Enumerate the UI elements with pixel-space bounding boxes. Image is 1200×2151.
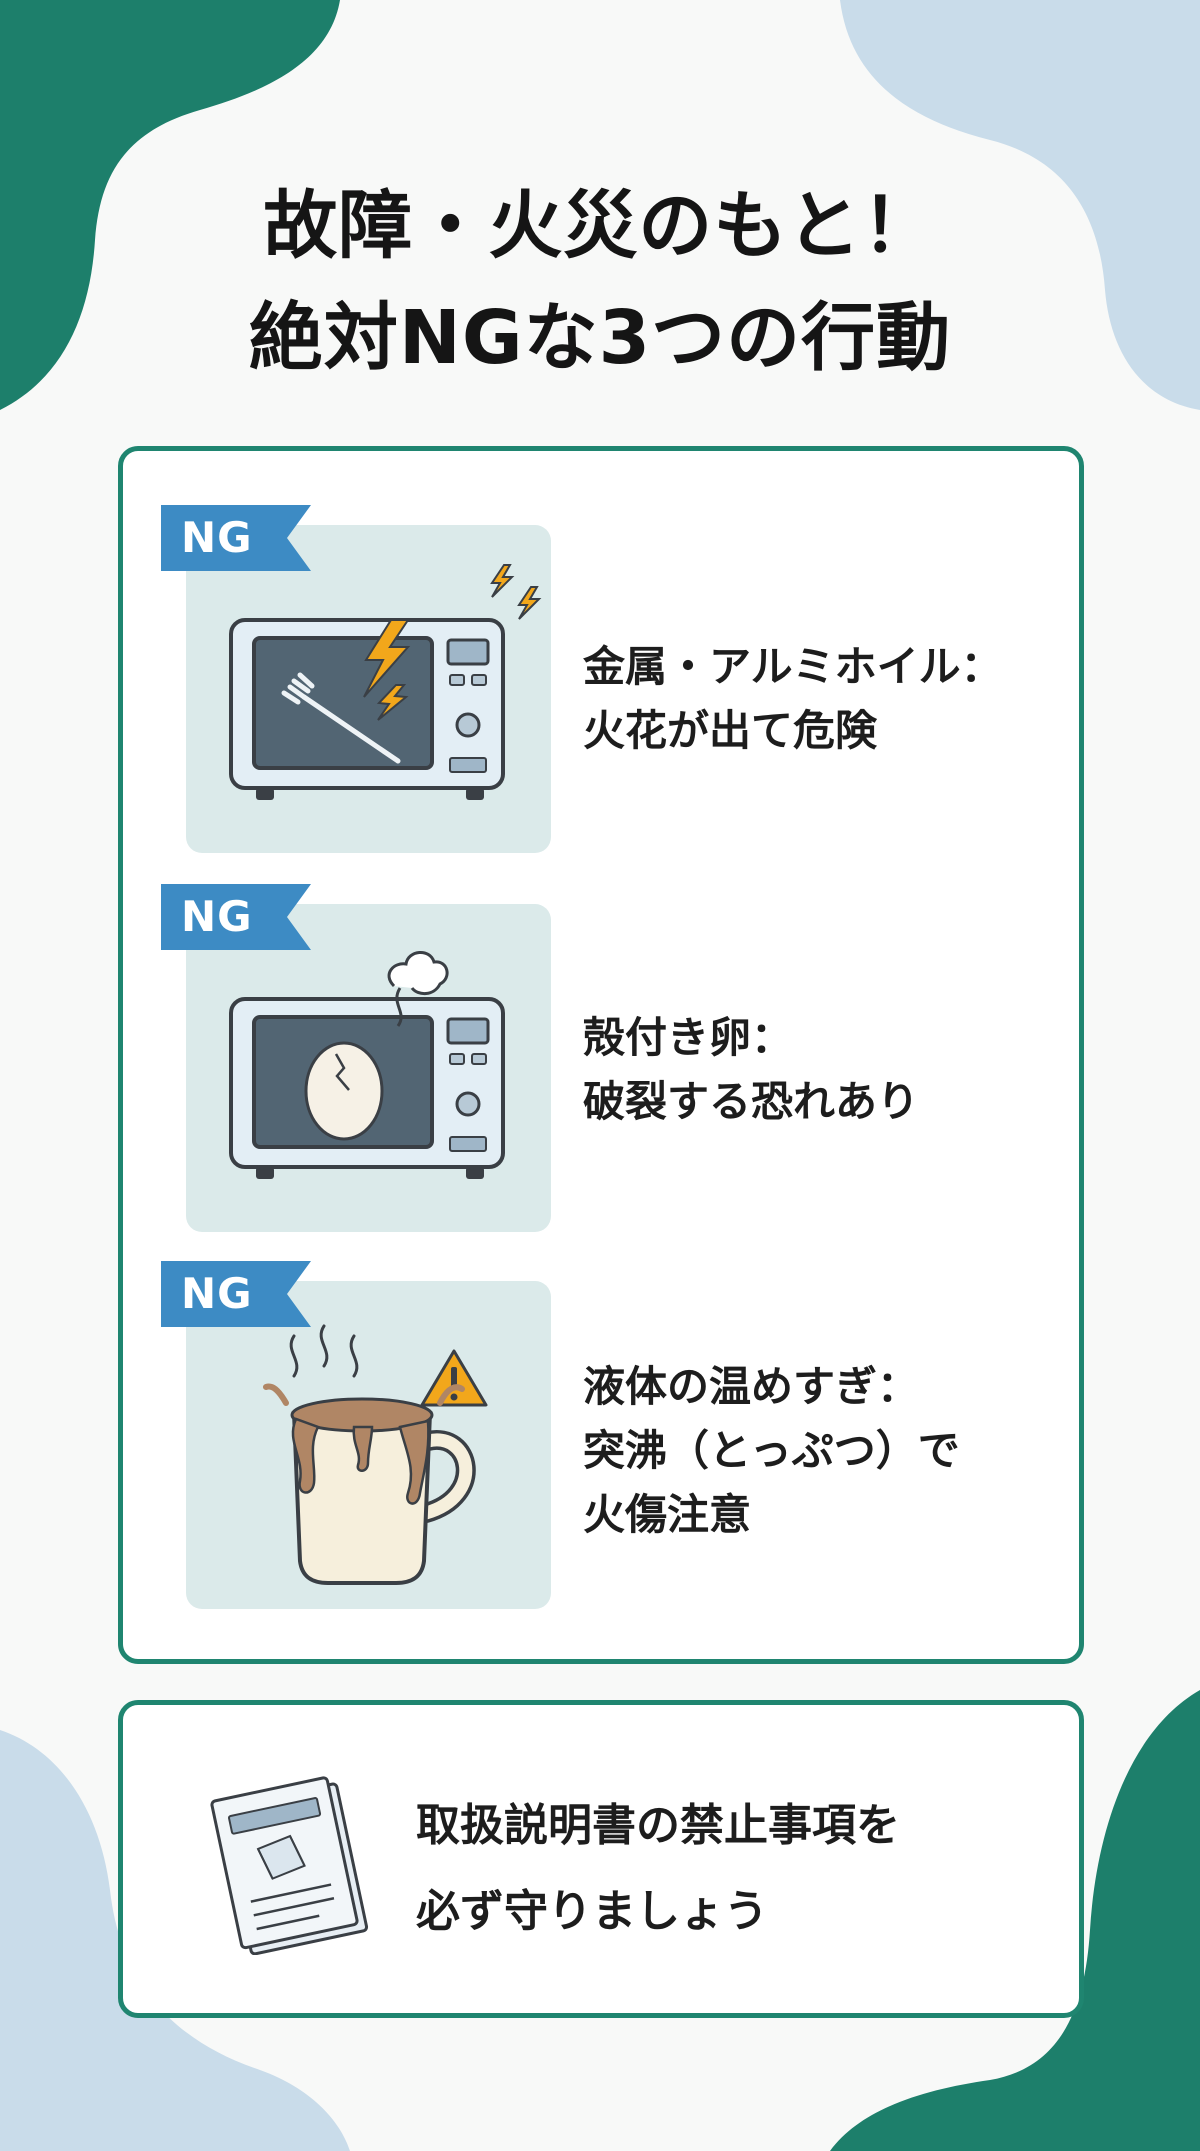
caption-line: 火花が出て危険 <box>583 706 878 755</box>
corner-blob-top-right <box>840 0 1200 410</box>
caption-line: 液体の温めすぎ： <box>583 1362 920 1411</box>
notice-line: 取扱説明書の禁止事項を <box>416 1800 900 1851</box>
ng-tag: NG <box>161 505 311 571</box>
ng-tag-label: NG <box>181 1269 253 1318</box>
corner-blob-top-left <box>0 0 340 410</box>
ng-item-metal-caption: 金属・アルミホイル： 火花が出て危険 <box>583 635 1003 763</box>
title-line-1: 故障・火災のもと！ <box>263 183 937 269</box>
mug-boilover-warning-icon <box>263 1324 488 1585</box>
notice-line: 必ず守りましょう <box>416 1886 768 1937</box>
page-title: 故障・火災のもと！ 絶対NGな3つの行動 <box>0 170 1200 394</box>
microwave-fork-spark-icon <box>229 564 542 800</box>
corner-blob-bottom-right <box>830 1690 1200 2151</box>
manual-notice-text: 取扱説明書の禁止事項を 必ず守りましょう <box>416 1783 900 1955</box>
manual-notice-card: 取扱説明書の禁止事項を 必ず守りましょう <box>118 1700 1084 2018</box>
caption-line: 突沸（とっぷつ）で <box>583 1426 960 1475</box>
ng-item-metal-illustration: NG <box>161 505 551 853</box>
corner-blob-bottom-left <box>0 1730 350 2151</box>
microwave-egg-icon <box>229 951 505 1179</box>
ng-tag-label: NG <box>181 892 253 941</box>
caption-line: 破裂する恐れあり <box>583 1077 920 1126</box>
ng-item-egg-illustration: NG <box>161 884 551 1232</box>
ng-tag: NG <box>161 884 311 950</box>
ng-item-liquid-illustration: NG <box>161 1261 551 1609</box>
ng-actions-card: NG 金属・アルミホイル： 火花が出て危険 <box>118 446 1084 1664</box>
ng-tag-label: NG <box>181 513 253 562</box>
caption-line: 金属・アルミホイル： <box>583 642 1003 691</box>
manual-icon <box>210 1776 369 1955</box>
ng-tag: NG <box>161 1261 311 1327</box>
title-line-2: 絶対NGな3つの行動 <box>248 295 952 381</box>
ng-item-egg-caption: 殻付き卵： 破裂する恐れあり <box>583 1006 919 1134</box>
ng-item-liquid-caption: 液体の温めすぎ： 突沸（とっぷつ）で 火傷注意 <box>583 1355 960 1547</box>
caption-line: 火傷注意 <box>583 1490 752 1539</box>
caption-line: 殻付き卵： <box>583 1013 794 1062</box>
